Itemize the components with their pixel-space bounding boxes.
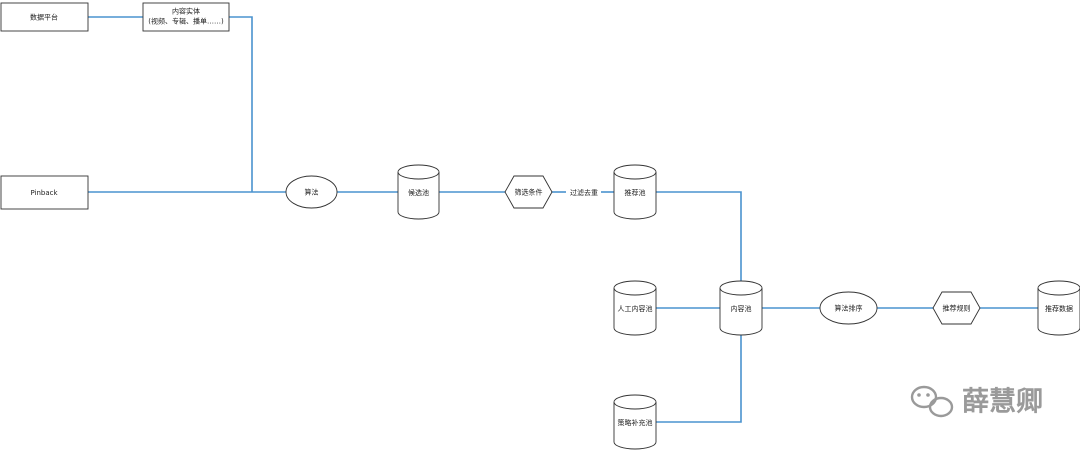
node-recommend-pool: 推荐池: [613, 164, 657, 220]
node-content-entity: 内容实体 (视频、专辑、播单……): [142, 2, 230, 32]
node-content-pool: 内容池: [719, 280, 763, 336]
node-pinback: Pinback: [0, 175, 89, 210]
wechat-icon: [910, 385, 954, 418]
candidate-pool-label: 候选池: [408, 188, 429, 197]
node-recommend-rules: 推荐规则: [932, 291, 981, 325]
manual-content-pool-label: 人工内容池: [618, 304, 653, 313]
pinback-label: Pinback: [30, 189, 58, 197]
algorithm-sort-label: 算法排序: [835, 304, 863, 313]
node-filter-conditions: 筛选条件: [504, 175, 553, 209]
node-manual-content-pool: 人工内容池: [613, 280, 657, 336]
node-algorithm-sort: 算法排序: [819, 291, 878, 325]
content-pool-label: 内容池: [731, 304, 752, 313]
watermark-text: 薛慧卿: [962, 387, 1043, 418]
edges: [88, 16, 1038, 423]
dedup-edge-label: 过滤去重: [570, 188, 598, 197]
content-entity-label-1: 内容实体: [172, 7, 200, 16]
edge-content-entity-to-trunk: [229, 16, 253, 192]
watermark: 薛慧卿: [910, 385, 1043, 418]
edge-recommend-pool-to-content-pool: [656, 191, 742, 284]
filter-conditions-label: 筛选条件: [515, 188, 543, 197]
recommend-pool-label: 推荐池: [625, 188, 646, 197]
node-recommend-data: 推荐数据: [1037, 280, 1080, 336]
node-data-platform: 数据平台: [0, 2, 89, 32]
algorithm-label: 算法: [305, 188, 319, 197]
node-strategy-pool: 策略补充池: [613, 394, 657, 450]
content-entity-label-2: (视频、专辑、播单……): [148, 17, 224, 26]
data-platform-label: 数据平台: [30, 13, 58, 22]
recommend-data-label: 推荐数据: [1045, 304, 1073, 313]
strategy-pool-label: 策略补充池: [618, 418, 653, 427]
node-candidate-pool: 候选池: [397, 164, 440, 220]
node-algorithm: 算法: [285, 175, 338, 209]
edge-strategy-pool-to-content-pool: [656, 334, 742, 423]
recommend-rules-label: 推荐规则: [943, 304, 971, 313]
